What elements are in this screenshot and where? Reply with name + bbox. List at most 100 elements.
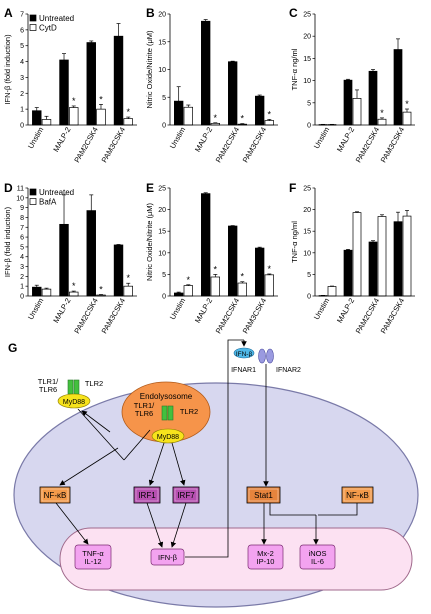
x-tick-label: MALP-2 (51, 297, 72, 325)
bar (41, 288, 52, 297)
significance-mark: * (214, 264, 218, 274)
endo-tlr-b (167, 405, 174, 421)
significance-mark: * (72, 96, 76, 106)
ifnar2 (266, 348, 274, 364)
irf1-inner (135, 488, 159, 502)
legend-label: Untreated (39, 188, 74, 197)
product-inos (299, 544, 336, 570)
y-tick-label: 4 (20, 254, 24, 261)
bar (255, 95, 265, 126)
y-tick-label: 20 (158, 207, 166, 214)
bar (113, 244, 124, 297)
stat1-branch (269, 503, 316, 516)
y-tick-label: 15 (303, 56, 311, 63)
bar (255, 247, 265, 297)
bar (183, 106, 193, 126)
y-tick-label: 5 (20, 244, 24, 251)
x-tick-label: MALP-2 (335, 297, 356, 325)
y-tick-label: 10 (16, 195, 24, 202)
stat1-inner (248, 488, 279, 502)
y-tick-label: 3 (20, 75, 24, 82)
nucleus (59, 527, 413, 591)
product-mx2 (247, 544, 284, 570)
significance-mark: * (126, 273, 130, 283)
myd88-endo-label: MyD88 (157, 434, 179, 441)
bar (32, 110, 42, 126)
significance-mark: * (241, 272, 245, 282)
bar (352, 212, 362, 297)
bar (327, 286, 337, 297)
x-tick-label: Unstim (312, 126, 331, 151)
significance-mark: * (241, 114, 245, 124)
y-axis-label: Nitric Oxide/Nitrite (μM) (145, 202, 154, 281)
myd88-endo (151, 428, 185, 444)
tlr-endo-right-label: TLR2 (180, 407, 198, 416)
x-tick-label: Unstim (312, 297, 331, 322)
bar (402, 215, 412, 297)
significance-mark: * (187, 275, 191, 285)
endolysosome-label: Endolysosome (140, 392, 193, 401)
bar (201, 20, 211, 126)
bar (210, 276, 220, 297)
stat1-label: Stat1 (254, 491, 273, 500)
x-tick-label: PAM3CSK4 (379, 297, 407, 336)
endo-tlr-a (161, 405, 168, 421)
y-axis-label: TNF-α ng/ml (290, 48, 299, 90)
significance-mark: * (214, 113, 218, 123)
bar (32, 286, 42, 297)
bar (264, 274, 274, 297)
significance-mark: * (268, 264, 272, 274)
arrow-line (123, 429, 151, 461)
bar (201, 193, 211, 297)
bar (368, 70, 378, 126)
y-tick-label: 0 (307, 123, 311, 130)
y-tick-label: 5 (307, 272, 311, 279)
arrow-to-nfkb-left (59, 447, 119, 486)
y-tick-label: 10 (158, 250, 166, 257)
legend-label: CytD (39, 24, 57, 33)
myd88-surface-label: MyD88 (63, 399, 85, 406)
bar (86, 210, 96, 297)
irf7-inner (174, 488, 198, 502)
bar (393, 49, 403, 126)
y-tick-label: 20 (303, 207, 311, 214)
x-tick-label: PAM3CSK4 (100, 126, 128, 165)
bar (393, 221, 403, 297)
y-tick-label: 11 (17, 186, 24, 193)
surface-tlr-b (73, 379, 80, 395)
x-tick-label: PAM2CSK4 (214, 126, 242, 165)
bar (377, 118, 387, 126)
bar (59, 59, 69, 126)
ifnar1-label: IFNAR1 (231, 367, 256, 374)
panel-g: GTLR1/TLR6TLR2MyD88EndolysosomeTLR1/TLR6… (8, 339, 419, 608)
x-tick-label: PAM2CSK4 (72, 126, 100, 165)
x-tick-label: Unstim (168, 297, 187, 322)
bar (377, 216, 387, 297)
y-tick-label: 0 (20, 294, 24, 301)
arrow-irf1-to-ifnb (146, 502, 164, 548)
y-tick-label: 6 (20, 27, 24, 34)
x-tick-label: PAM2CSK4 (354, 126, 382, 165)
y-tick-label: 10 (303, 78, 311, 85)
y-tick-label: 4 (20, 59, 24, 66)
tlr-surface-left-label: TLR1/TLR6 (38, 377, 59, 394)
surface-tlr-a (67, 379, 74, 395)
y-tick-label: 20 (158, 12, 166, 19)
y-tick-label: 5 (20, 43, 24, 50)
panel-letter: B (146, 6, 155, 20)
bar (96, 108, 106, 126)
x-tick-label: MALP-2 (51, 126, 72, 154)
panel-letter: G (8, 341, 17, 355)
significance-mark: * (380, 108, 384, 118)
y-tick-label: 15 (158, 39, 166, 46)
y-tick-label: 1 (20, 284, 24, 291)
bar (113, 35, 124, 126)
x-tick-label: MALP-2 (193, 126, 214, 154)
bar (69, 291, 79, 297)
y-tick-label: 7 (20, 12, 24, 19)
x-tick-label: PAM2CSK4 (214, 297, 242, 336)
